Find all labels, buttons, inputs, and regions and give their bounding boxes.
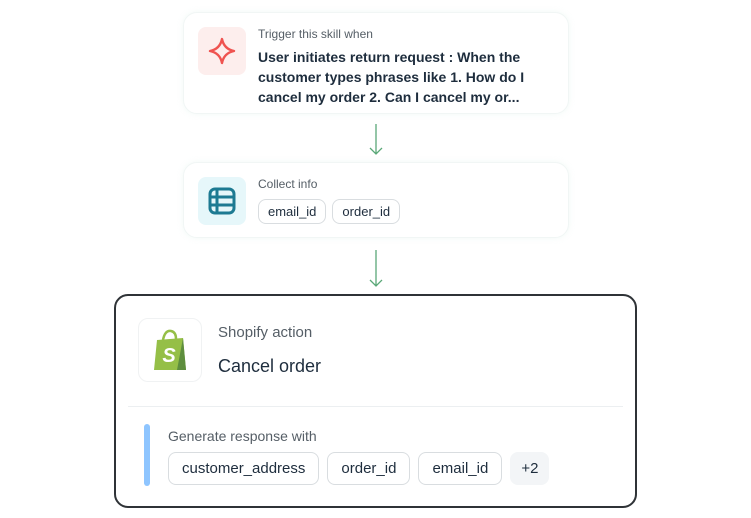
- shopify-logo-icon: S: [138, 318, 202, 382]
- field-chip[interactable]: order_id: [332, 199, 401, 224]
- more-fields-badge[interactable]: +2: [510, 452, 550, 485]
- table-icon: [198, 177, 246, 225]
- svg-text:S: S: [162, 345, 176, 367]
- field-chip[interactable]: order_id: [327, 452, 411, 485]
- field-chip[interactable]: email_id: [418, 452, 503, 485]
- response-fields: customer_address order_id email_id +2: [168, 452, 550, 485]
- field-chip[interactable]: email_id: [258, 199, 327, 224]
- arrow-down-icon: [369, 124, 383, 155]
- collect-label: Collect info: [258, 177, 318, 191]
- field-chip[interactable]: customer_address: [168, 452, 320, 485]
- shopify-action-card[interactable]: S Shopify action Cancel order Generate r…: [114, 294, 637, 508]
- trigger-card[interactable]: Trigger this skill when User initiates r…: [183, 12, 569, 114]
- trigger-text: User initiates return request : When the…: [258, 49, 525, 105]
- arrow-down-icon: [369, 250, 383, 287]
- trigger-label: Trigger this skill when: [258, 27, 373, 41]
- action-title: Cancel order: [218, 356, 322, 376]
- sparkle-icon: [198, 27, 246, 75]
- response-label: Generate response with: [168, 428, 317, 444]
- divider: [128, 406, 623, 407]
- accent-bar: [144, 424, 150, 486]
- action-label: Shopify action: [218, 324, 313, 341]
